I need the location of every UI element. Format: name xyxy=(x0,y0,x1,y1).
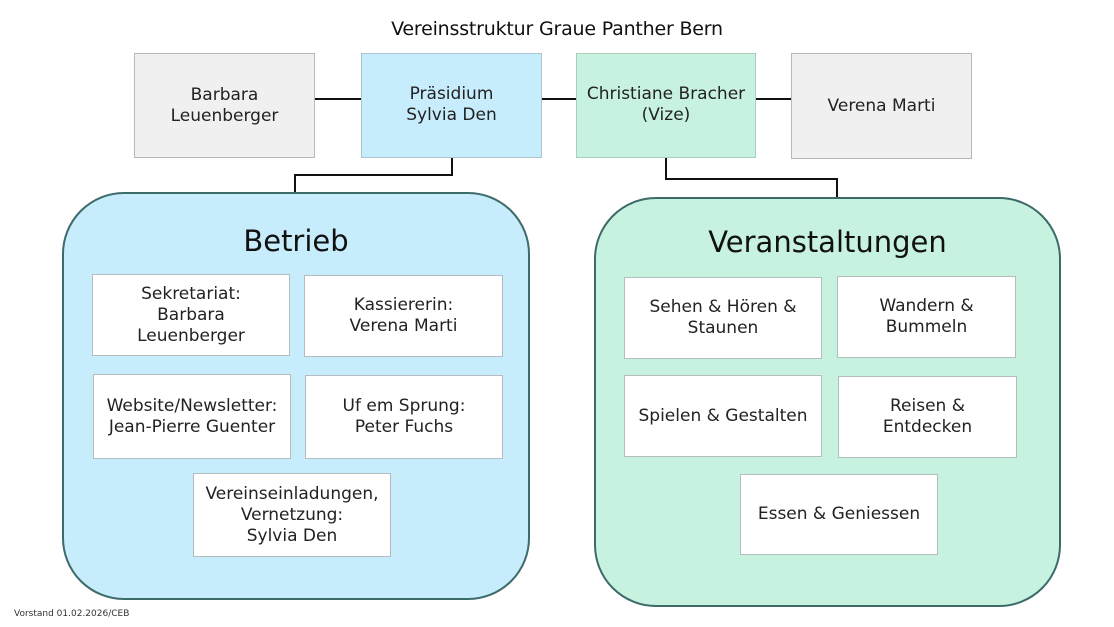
role-card-kassiererin: Kassiererin: Verena Marti xyxy=(304,275,503,357)
role-card-uf-em-sprung: Uf em Sprung: Peter Fuchs xyxy=(305,375,503,459)
event-card-reisen-entdecken: Reisen & Entdecken xyxy=(838,376,1017,458)
role-card-vereinseinladungen: Vereinseinladungen, Vernetzung: Sylvia D… xyxy=(193,473,391,557)
footer-note: Vorstand 01.02.2026/CEB xyxy=(14,609,130,619)
connector-praesidium-betrieb xyxy=(294,158,453,193)
event-card-spielen-gestalten: Spielen & Gestalten xyxy=(624,375,822,457)
board-member-barbara-leuenberger: Barbara Leuenberger xyxy=(134,53,315,158)
group-title-veranstaltungen: Veranstaltungen xyxy=(708,225,947,259)
diagram-title: Vereinsstruktur Graue Panther Bern xyxy=(391,18,723,40)
group-title-betrieb: Betrieb xyxy=(243,224,349,258)
event-card-sehen-hoeren-staunen: Sehen & Hören & Staunen xyxy=(624,277,822,359)
connector-vize-veranstaltungen xyxy=(665,158,838,198)
board-vize-christiane-bracher: Christiane Bracher (Vize) xyxy=(576,53,756,158)
board-praesidium: Präsidium Sylvia Den xyxy=(361,53,542,158)
event-card-wandern-bummeln: Wandern & Bummeln xyxy=(837,276,1016,358)
board-member-verena-marti: Verena Marti xyxy=(791,53,972,159)
role-card-website-newsletter: Website/Newsletter: Jean-Pierre Guenter xyxy=(93,374,291,459)
role-card-sekretariat: Sekretariat: Barbara Leuenberger xyxy=(92,274,290,356)
event-card-essen-geniessen: Essen & Geniessen xyxy=(740,474,938,555)
